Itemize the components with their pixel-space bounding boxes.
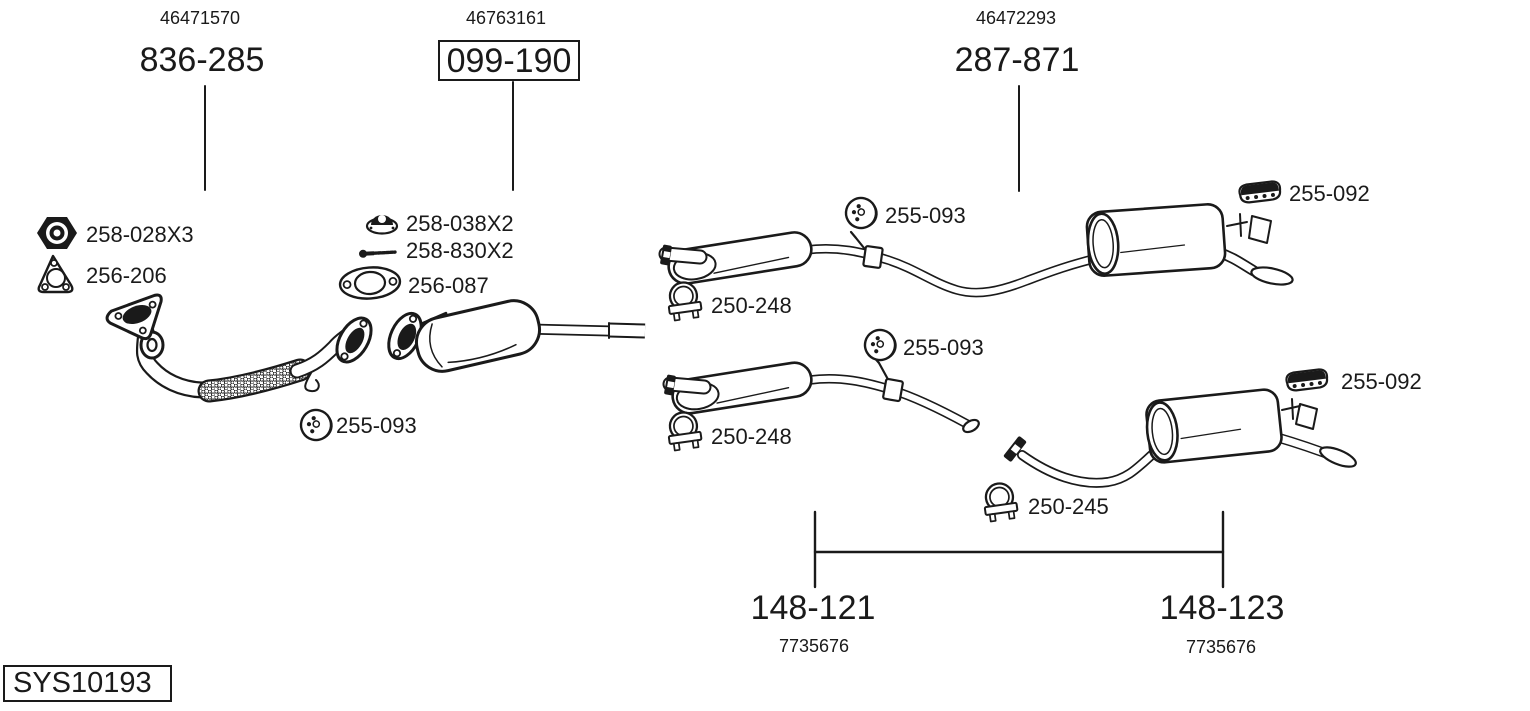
system-id-badge: SYS10193 — [3, 665, 172, 702]
rear-left-part-number[interactable]: 148-121 — [750, 589, 876, 627]
oval-gasket-icon — [338, 266, 402, 300]
front-pipe-oe-ref: 46471570 — [159, 8, 241, 28]
dimension-bracket — [813, 510, 1225, 589]
bolt-icon — [359, 249, 397, 258]
rubber-hanger-icon — [860, 325, 902, 366]
front-pipe-drawing — [105, 293, 373, 403]
center-silencer-bottom-drawing — [662, 354, 980, 434]
rear-silencer-top-drawing — [1085, 203, 1294, 286]
catalytic-converter-part-number[interactable]: 099-190 — [438, 40, 580, 81]
center-system-oe-ref: 46472293 — [975, 8, 1057, 28]
hex-nut-icon — [37, 217, 77, 249]
catalytic-converter-oe-ref: 46763161 — [465, 8, 547, 28]
callout-rubber-hanger-1[interactable]: 255-093 — [336, 413, 417, 438]
rear-right-part-number[interactable]: 148-123 — [1159, 589, 1285, 627]
rubber-hanger-icon — [841, 193, 883, 234]
callout-bolt[interactable]: 258-830X2 — [406, 238, 514, 263]
pipe-clamp-icon — [980, 480, 1020, 524]
callout-flange-nut[interactable]: 258-038X2 — [406, 211, 514, 236]
bracket-hanger-icon — [1284, 367, 1330, 393]
callout-clamp-1[interactable]: 250-248 — [711, 293, 792, 318]
callout-bracket-hanger-1[interactable]: 255-092 — [1289, 181, 1370, 206]
catalytic-converter-drawing — [387, 299, 646, 373]
rubber-hanger-icon — [296, 405, 338, 446]
pipe-clamp-icon — [664, 279, 704, 323]
callout-clamp-2[interactable]: 250-248 — [711, 424, 792, 449]
center-system-part-number[interactable]: 287-871 — [954, 41, 1080, 79]
callout-hex-nut[interactable]: 258-028X3 — [86, 222, 194, 247]
rear-right-oe-ref: 7735676 — [1185, 637, 1257, 657]
callout-triangle-gasket[interactable]: 256-206 — [86, 263, 167, 288]
bracket-hanger-icon — [1237, 179, 1283, 205]
rear-left-oe-ref: 7735676 — [778, 636, 850, 656]
callout-bracket-hanger-2[interactable]: 255-092 — [1341, 369, 1422, 394]
callout-rubber-hanger-2[interactable]: 255-093 — [885, 203, 966, 228]
callout-rubber-hanger-3[interactable]: 255-093 — [903, 335, 984, 360]
callout-clamp-3[interactable]: 250-245 — [1028, 494, 1109, 519]
rear-silencer-bottom-drawing — [1003, 388, 1357, 488]
leader-lines — [204, 81, 1020, 192]
center-silencer-top-drawing — [658, 230, 1110, 298]
triangle-gasket-icon — [37, 254, 74, 294]
callout-oval-gasket[interactable]: 256-087 — [408, 273, 489, 298]
front-pipe-part-number[interactable]: 836-285 — [139, 41, 265, 79]
pipe-clamp-icon — [664, 409, 704, 453]
flange-nut-icon — [365, 215, 399, 235]
